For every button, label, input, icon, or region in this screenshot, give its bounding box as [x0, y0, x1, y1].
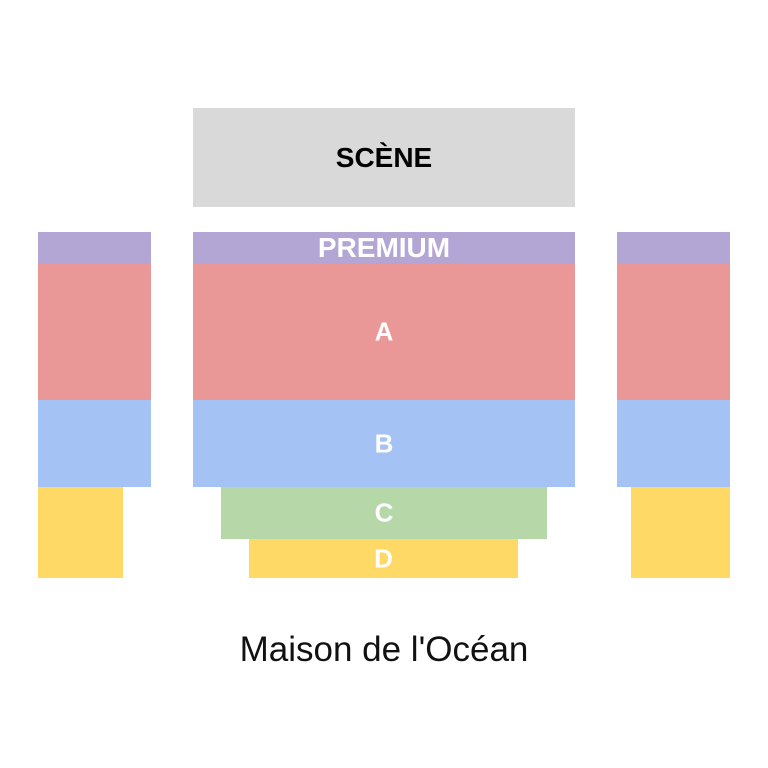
left-wing-a[interactable] [38, 264, 151, 400]
zone-d-label: D [374, 543, 393, 573]
venue-name: Maison de l'Océan [239, 630, 529, 669]
stage-label: SCÈNE [335, 141, 433, 173]
zone-premium-label: PREMIUM [317, 232, 451, 263]
right-wing-premium[interactable] [617, 232, 730, 264]
left-wing-b[interactable] [38, 400, 151, 487]
zone-b-label: B [374, 428, 394, 458]
left-wing-d[interactable] [38, 487, 123, 578]
zone-premium[interactable]: PREMIUM [193, 232, 575, 264]
zone-b[interactable]: B [193, 400, 575, 487]
right-wing-b[interactable] [617, 400, 730, 487]
zone-d[interactable]: D [249, 539, 518, 578]
stage: SCÈNE [193, 108, 575, 207]
left-wing-premium[interactable] [38, 232, 151, 264]
zone-c-label: C [374, 497, 394, 528]
zone-c[interactable]: C [221, 487, 547, 539]
right-wing-d[interactable] [631, 487, 730, 578]
zone-a-label: A [374, 316, 394, 347]
zone-a[interactable]: A [193, 264, 575, 400]
right-wing-a[interactable] [617, 264, 730, 400]
